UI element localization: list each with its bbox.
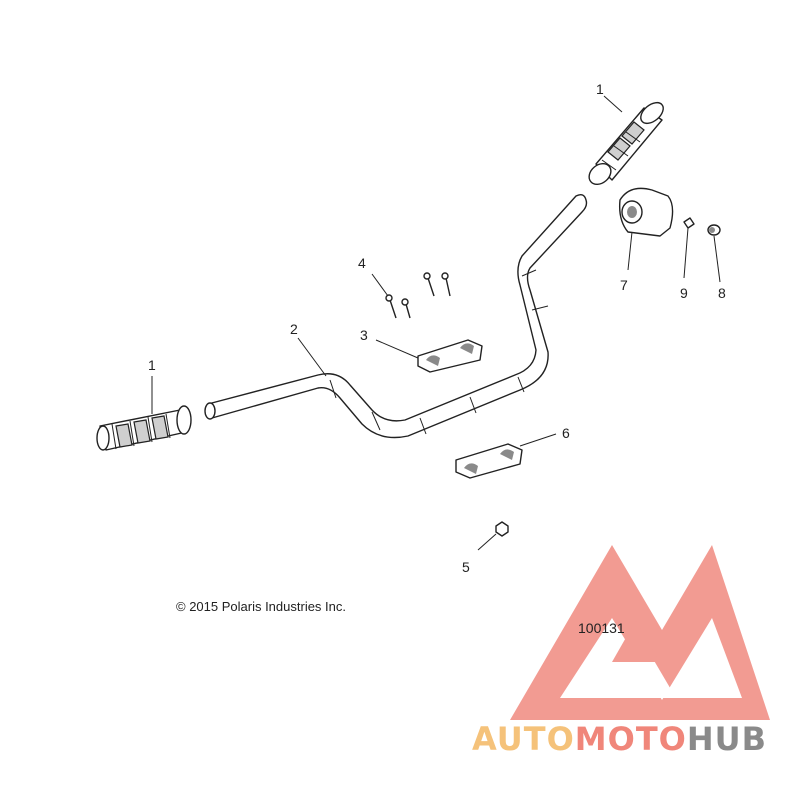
callout-clamp-upper: 3 [360, 327, 368, 343]
grip-right [588, 101, 664, 186]
leader-grip-right [603, 95, 623, 113]
watermark-logo [510, 545, 770, 720]
watermark-brand-auto: AUTO [472, 720, 575, 758]
callout-handlebar: 2 [290, 321, 298, 337]
grip-left [96, 405, 192, 451]
callout-bolts: 4 [358, 255, 366, 271]
callout-clamp-lower: 6 [562, 425, 570, 441]
callout-nut: 5 [462, 559, 470, 575]
callout-part-8: 8 [718, 285, 726, 301]
part-9 [683, 217, 695, 279]
handlebar [204, 193, 588, 439]
callout-grip-right: 1 [596, 81, 604, 97]
watermark-brand-moto: MOTO [575, 720, 687, 758]
callout-switch-housing: 7 [620, 277, 628, 293]
part-8 [707, 224, 721, 283]
nut [477, 521, 509, 551]
bolts [371, 272, 451, 319]
switch-housing [618, 187, 674, 271]
callout-grip-left: 1 [148, 357, 156, 373]
leader-handlebar [297, 337, 327, 377]
clamp-lower [455, 433, 557, 479]
copyright-notice: © 2015 Polaris Industries Inc. [176, 599, 346, 614]
figure-number: 100131 [578, 620, 625, 636]
watermark-brand: AUTOMOTOHUB [472, 720, 767, 758]
clamp-upper [375, 339, 483, 373]
watermark-brand-hub: HUB [687, 720, 767, 758]
callout-part-9: 9 [680, 285, 688, 301]
